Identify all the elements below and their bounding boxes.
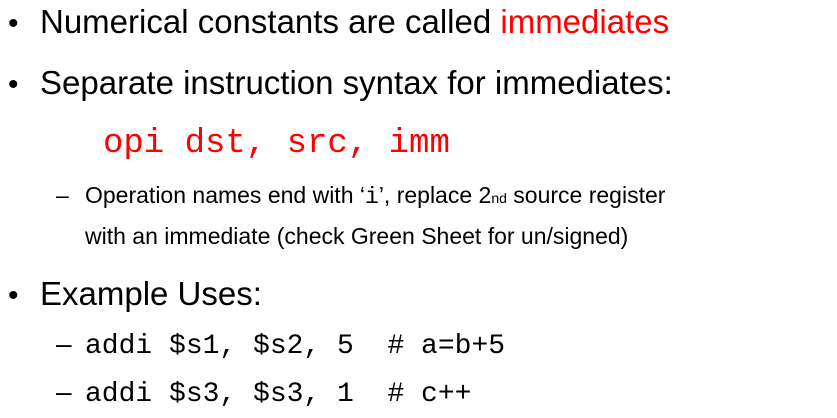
note-line2: with an immediate (check Green Sheet for…: [85, 223, 629, 249]
bullet-text: Separate instruction syntax for immediat…: [40, 64, 673, 101]
dash: –: [56, 376, 72, 407]
note-part3: source register: [506, 182, 666, 208]
bullet-immediates: • Numerical constants are called immedia…: [8, 2, 669, 42]
note-part1: Operation names end with ‘: [85, 182, 365, 208]
bullet-dot: •: [8, 68, 19, 101]
sub-note-line1: – Operation names end with ‘ i ’, replac…: [56, 182, 666, 210]
example-line-2: – addi $s3, $s3, 1 # c++: [56, 375, 471, 412]
dash: –: [56, 328, 72, 359]
bullet-text: Example Uses:: [40, 275, 262, 312]
note-part2: ’, replace 2: [378, 182, 492, 208]
sub-note-line2: with an immediate (check Green Sheet for…: [85, 222, 628, 250]
bullet-text: Numerical constants are called: [40, 3, 501, 40]
highlight-term: immediates: [500, 3, 670, 40]
example-line-1: – addi $s1, $s2, 5 # a=b+5: [56, 327, 505, 364]
bullet-syntax: • Separate instruction syntax for immedi…: [8, 63, 673, 103]
dash: –: [56, 182, 69, 208]
bullet-dot: •: [8, 279, 19, 312]
note-code: i: [365, 184, 379, 210]
syntax-template: opi dst, src, imm: [103, 125, 450, 163]
example-code: addi $s1, $s2, 5 # a=b+5: [85, 331, 506, 362]
example-code: addi $s3, $s3, 1 # c++: [85, 379, 472, 410]
bullet-dot: •: [8, 7, 19, 40]
bullet-examples: • Example Uses:: [8, 274, 262, 314]
